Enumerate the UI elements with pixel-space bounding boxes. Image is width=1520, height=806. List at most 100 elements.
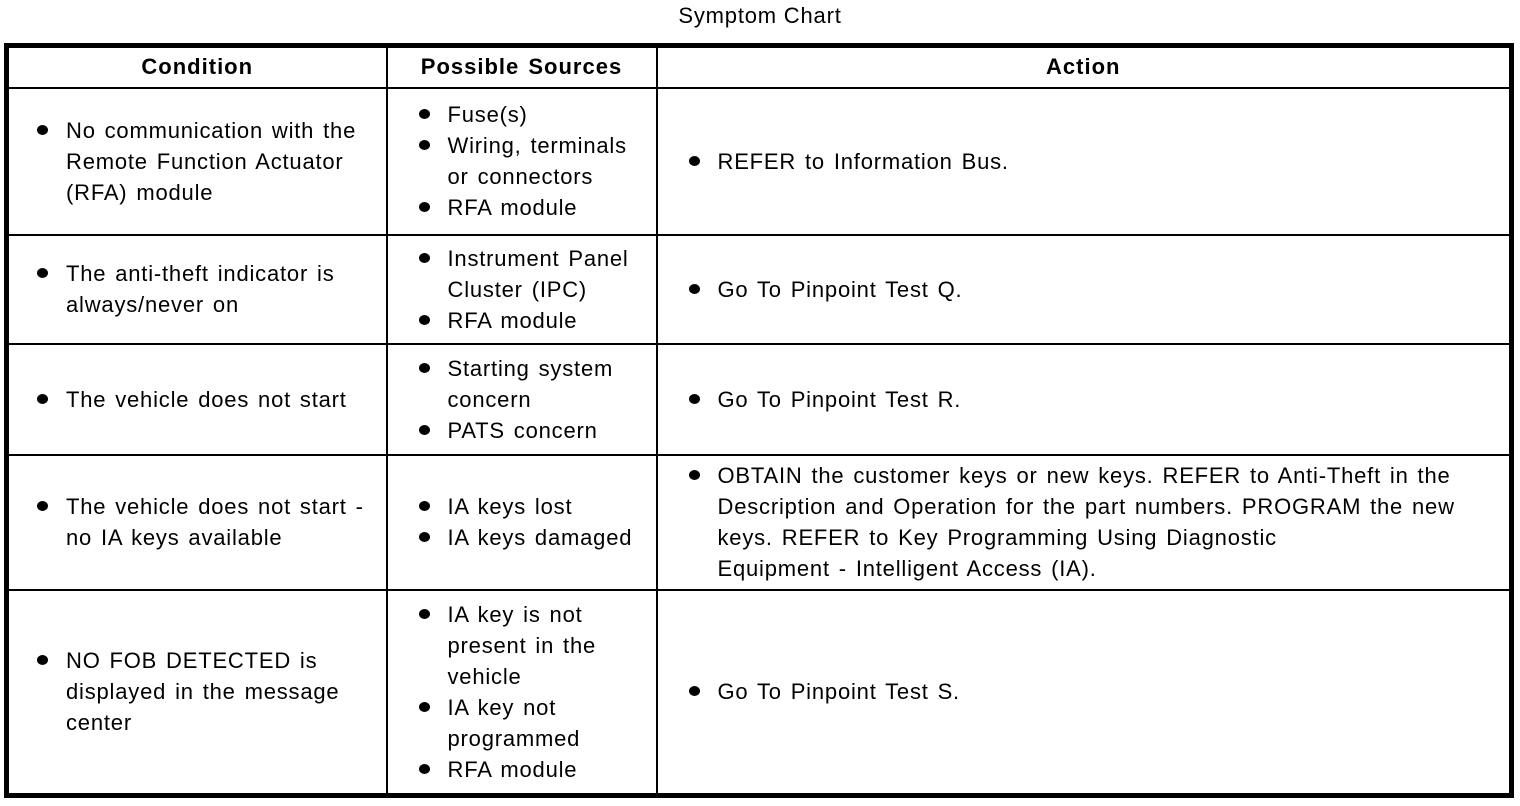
bullet-icon [37,501,48,511]
bullet-icon [37,124,48,135]
condition-cell: No communication with the Remote Functio… [5,86,388,236]
bullet-icon [418,109,430,119]
list-item: REFER to Information Bus. [688,146,1502,177]
bullet-icon [418,763,430,774]
condition-list: The anti-theft indicator is always/never… [9,258,386,320]
list-item-text: RFA module [447,195,578,220]
list-item-text: IA key is not present in the vehicle [447,601,597,689]
bullet-icon [418,532,430,542]
bullet-icon [688,470,700,480]
list-item-text: IA key not programmed [447,694,581,751]
list-item-text: Instrument Panel Cluster (IPC) [447,245,629,302]
list-item: Wiring, terminals or connectors [418,130,648,192]
column-header-action: Action [655,44,1513,89]
condition-list: No communication with the Remote Functio… [9,115,386,208]
table-row: NO FOB DETECTED is displayed in the mess… [5,588,1513,797]
sources-cell: IA key is not present in the vehicle IA … [385,588,658,797]
condition-list: The vehicle does not start - no IA keys … [9,491,386,553]
bullet-icon [418,424,430,435]
list-item-text: Starting system concern [447,355,614,412]
list-item-text: The anti-theft indicator is always/never… [66,261,335,317]
list-item-text: NO FOB DETECTED is displayed in the mess… [66,648,340,736]
bullet-icon [37,268,48,278]
symptom-table: Condition Possible Sources Action No com… [4,43,1514,798]
list-item: RFA module [418,754,648,785]
list-item-text: Wiring, terminals or connectors [447,133,627,189]
action-cell: OBTAIN the customer keys or new keys. RE… [655,453,1513,591]
action-list: OBTAIN the customer keys or new keys. RE… [658,460,1510,584]
list-item-text: IA keys lost [447,494,573,519]
action-cell: REFER to Information Bus. [655,86,1513,236]
condition-cell: The vehicle does not start - no IA keys … [5,453,388,591]
condition-list: NO FOB DETECTED is displayed in the mess… [9,645,386,738]
list-item-text: Go To Pinpoint Test Q. [717,276,963,302]
bullet-icon [418,314,430,325]
bullet-icon [37,655,48,666]
list-item: Instrument Panel Cluster (IPC) [418,243,648,305]
action-list: REFER to Information Bus. [658,146,1510,177]
list-item: RFA module [418,305,648,336]
sources-cell: Fuse(s) Wiring, terminals or connectors … [385,86,658,236]
list-item: IA keys damaged [418,522,648,553]
table-row: No communication with the Remote Functio… [5,86,1513,236]
bullet-icon [418,140,430,150]
list-item: RFA module [418,192,648,223]
header-row: Condition Possible Sources Action [5,44,1513,89]
list-item: Fuse(s) [418,99,648,130]
table-row: The vehicle does not start Starting syst… [5,342,1513,456]
condition-cell: The vehicle does not start [5,342,388,456]
list-item-text: The vehicle does not start - no IA keys … [66,494,364,550]
action-list: Go To Pinpoint Test Q. [658,274,1510,305]
list-item: The vehicle does not start [37,384,378,415]
list-item-text: Go To Pinpoint Test R. [717,386,962,412]
bullet-icon [688,155,700,166]
sources-list: Instrument Panel Cluster (IPC) RFA modul… [388,243,656,336]
list-item-text: PATS concern [447,417,598,443]
list-item-text: The vehicle does not start [66,386,347,412]
action-cell: Go To Pinpoint Test R. [655,342,1513,456]
condition-list: The vehicle does not start [9,384,386,415]
sources-cell: Instrument Panel Cluster (IPC) RFA modul… [385,233,658,345]
list-item: NO FOB DETECTED is displayed in the mess… [37,645,378,738]
list-item-text: No communication with the Remote Functio… [66,117,357,205]
bullet-icon [418,501,430,511]
action-list: Go To Pinpoint Test S. [658,676,1510,707]
table-row: The anti-theft indicator is always/never… [5,233,1513,345]
action-list: Go To Pinpoint Test R. [658,384,1510,415]
table-row: The vehicle does not start - no IA keys … [5,453,1513,591]
sources-cell: IA keys lost IA keys damaged [385,453,658,591]
page-title: Symptom Chart [678,3,842,28]
bullet-icon [37,393,48,404]
list-item: Go To Pinpoint Test Q. [688,274,1502,305]
list-item: The vehicle does not start - no IA keys … [37,491,378,553]
list-item-text: OBTAIN the customer keys or new keys. RE… [717,463,1455,581]
action-cell: Go To Pinpoint Test Q. [655,233,1513,345]
list-item: IA key not programmed [418,692,648,754]
sources-list: IA keys lost IA keys damaged [388,491,656,553]
list-item: IA keys lost [418,491,648,522]
sources-list: IA key is not present in the vehicle IA … [388,599,656,785]
list-item: No communication with the Remote Functio… [37,115,378,208]
action-cell: Go To Pinpoint Test S. [655,588,1513,797]
list-item-text: RFA module [447,756,578,782]
bullet-icon [418,252,430,263]
list-item-text: REFER to Information Bus. [717,148,1009,174]
list-item-text: Go To Pinpoint Test S. [717,679,960,705]
sources-list: Fuse(s) Wiring, terminals or connectors … [388,99,656,223]
bullet-icon [688,393,700,404]
bullet-icon [418,202,430,212]
bullet-icon [418,701,430,712]
list-item: PATS concern [418,415,648,446]
column-header-possible-sources: Possible Sources [385,44,658,89]
condition-cell: The anti-theft indicator is always/never… [5,233,388,345]
list-item: Starting system concern [418,353,648,415]
column-header-condition: Condition [5,44,388,89]
sources-list: Starting system concern PATS concern [388,353,656,446]
condition-cell: NO FOB DETECTED is displayed in the mess… [5,588,388,797]
bullet-icon [418,362,430,373]
list-item: IA key is not present in the vehicle [418,599,648,692]
bullet-icon [688,283,700,294]
list-item-text: IA keys damaged [447,525,633,550]
list-item-text: Fuse(s) [447,102,528,127]
list-item: The anti-theft indicator is always/never… [37,258,378,320]
